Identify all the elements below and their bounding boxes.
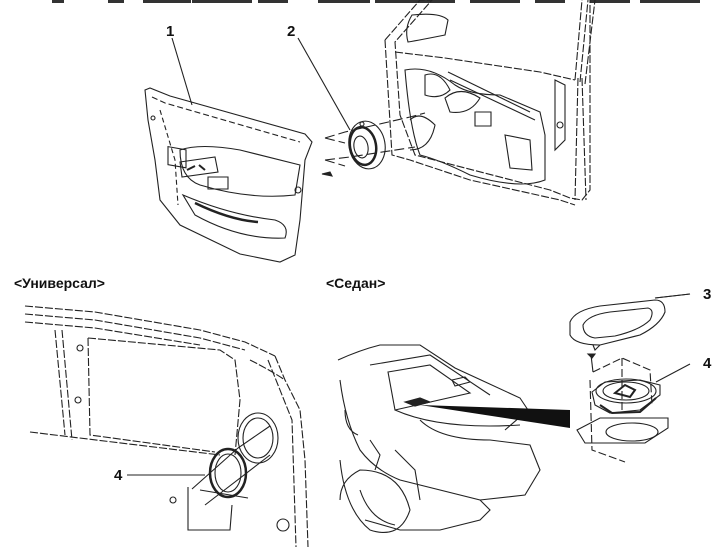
door-frame [385,0,595,205]
sedan-car-body [338,345,540,533]
wagon-speaker-mount [75,345,289,531]
callout-3: 3 [703,286,712,303]
sedan-speaker [577,354,668,462]
callout-4-wagon: 4 [114,467,123,484]
section-label-sedan: <Седан> [326,275,386,291]
leader-line-1 [172,38,192,105]
top-border-artifact [0,0,725,5]
leader-line-4b [656,364,690,382]
door-trim-panel [145,88,312,262]
leader-line-3b [655,294,690,298]
section-label-wagon: <Универсал> [14,275,105,291]
callout-1: 1 [166,23,175,40]
callout-2: 2 [287,23,296,40]
callout-4-sedan: 4 [703,355,712,372]
door-inner-panel [405,14,565,184]
speaker-grille-cover [570,300,665,350]
wagon-body [25,306,308,547]
alignment-lines-front [325,113,425,166]
pointer-wedge [420,405,570,428]
leader-line-2 [298,38,350,130]
front-door-speaker [322,118,389,176]
